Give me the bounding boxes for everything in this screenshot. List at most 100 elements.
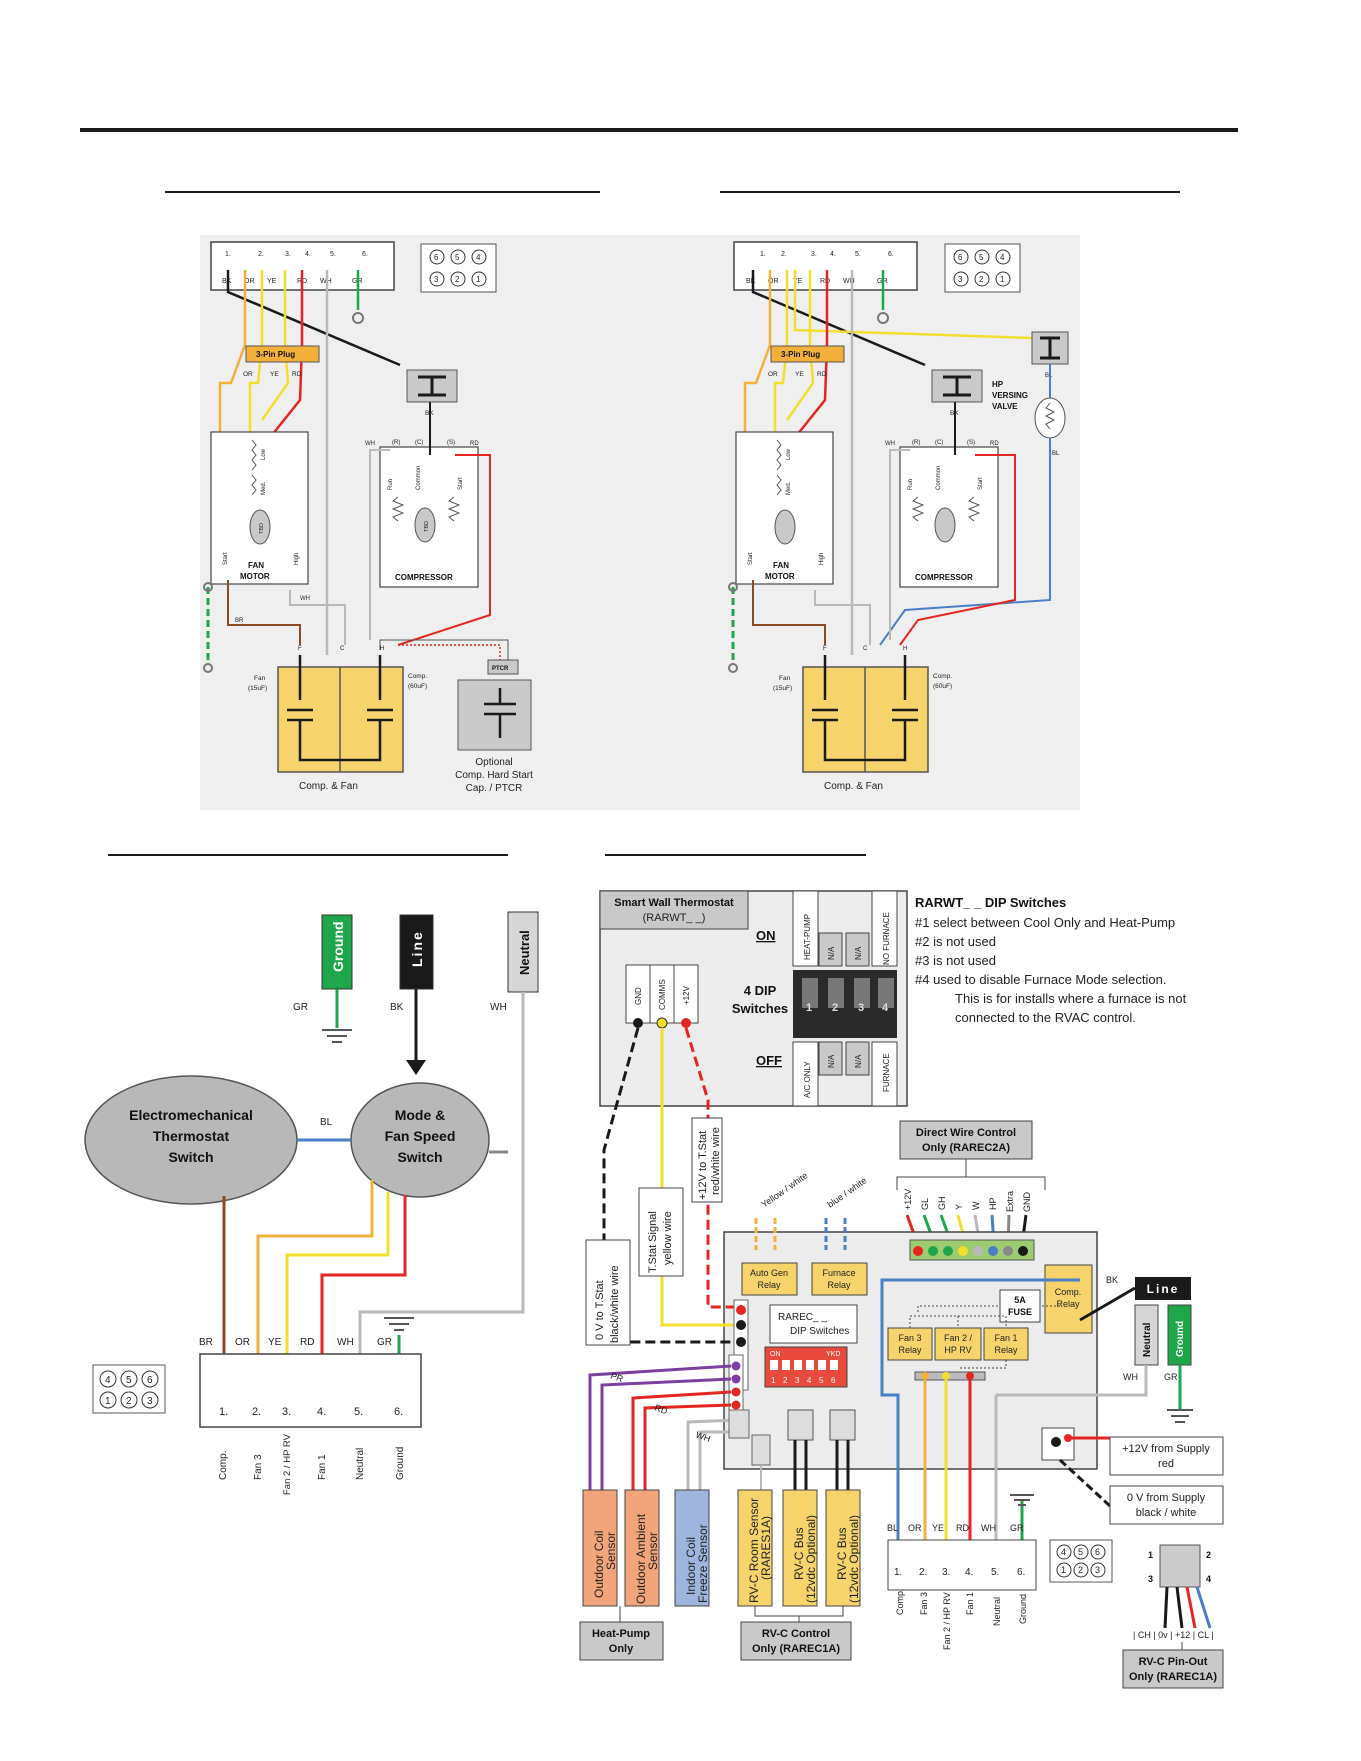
svg-text:4: 4 — [476, 253, 481, 262]
svg-text:connected to the RVAC control.: connected to the RVAC control. — [955, 1010, 1136, 1025]
rvc-control-only-box — [740, 1621, 852, 1661]
rv-label-1: HP — [992, 380, 1004, 389]
svg-text:Fan: Fan — [254, 675, 266, 682]
compressor-rotor — [414, 507, 436, 543]
svg-text:OFF: OFF — [756, 1053, 782, 1068]
terminal-strip-b — [733, 241, 918, 291]
svg-text:0 V to T.Stat: 0 V to T.Stat — [594, 1280, 606, 1340]
svg-text:Run: Run — [388, 479, 394, 490]
svg-text:BR: BR — [199, 1337, 213, 1348]
wire-bk — [226, 270, 401, 367]
svg-text:blue / white: blue / white — [825, 1175, 868, 1209]
svg-text:6: 6 — [434, 253, 439, 262]
svg-text:RV-C Room Sensor: RV-C Room Sensor — [747, 1498, 761, 1603]
svg-text:Heat-Pump: Heat-Pump — [592, 1628, 650, 1640]
svg-text:+12V: +12V — [682, 985, 691, 1005]
svg-text:5: 5 — [126, 1375, 132, 1386]
svg-text:COMMS: COMMS — [658, 979, 667, 1010]
rvc-bus-jack-1 — [787, 1409, 814, 1441]
earth-ground-icon — [322, 1029, 352, 1043]
v0-tstat-label-box — [585, 1239, 631, 1346]
svg-text:Fan: Fan — [779, 675, 791, 682]
svg-text:Only (RAREC1A): Only (RAREC1A) — [752, 1643, 840, 1655]
ground-lug-top-icon — [203, 582, 213, 592]
svg-text:1: 1 — [105, 1396, 111, 1407]
svg-text:Switches: Switches — [732, 1001, 788, 1016]
svg-text:| CH | 0v | +12 | CL |: | CH | 0v | +12 | CL | — [1133, 1630, 1214, 1640]
svg-text:OR: OR — [243, 371, 253, 378]
neutral-tag — [507, 911, 539, 993]
diagram-c: Ground GR Line BK Neutral WH Electromech… — [84, 911, 539, 1495]
svg-text:OR: OR — [235, 1337, 250, 1348]
svg-text:ON: ON — [756, 928, 776, 943]
svg-text:NO FURNACE: NO FURNACE — [882, 912, 891, 965]
capacitor-plates-icon — [287, 655, 393, 762]
svg-text:Extra: Extra — [1005, 1191, 1015, 1212]
strip-num-2: 2. — [258, 251, 264, 258]
auto-gen-relay — [741, 1262, 798, 1296]
plus12-supply-box — [1109, 1436, 1224, 1476]
svg-text:RD: RD — [817, 371, 827, 378]
svg-text:Fan 3: Fan 3 — [253, 1454, 264, 1480]
svg-text:(C): (C) — [935, 440, 943, 446]
svg-text:#3 is not used: #3 is not used — [915, 953, 996, 968]
svg-text:WH: WH — [337, 1337, 354, 1348]
svg-text:Ground: Ground — [330, 921, 346, 972]
svg-text:Common: Common — [416, 466, 422, 490]
fan2-hp-rv-relay — [934, 1327, 982, 1361]
svg-text:Fan 2 /: Fan 2 / — [944, 1333, 973, 1343]
svg-text:Comp.: Comp. — [895, 1588, 905, 1615]
svg-text:Sensor: Sensor — [646, 1532, 660, 1570]
svg-text:YE: YE — [268, 1337, 282, 1348]
svg-text:5A: 5A — [1014, 1295, 1026, 1305]
svg-text:5.: 5. — [855, 251, 861, 258]
svg-text:This is for installs where a f: This is for installs where a furnace is … — [955, 991, 1187, 1006]
comp-start-winding-icon — [447, 496, 461, 522]
svg-text:OR: OR — [768, 278, 779, 285]
indoor-coil-freeze-sensor — [674, 1489, 710, 1607]
svg-text:1: 1 — [1000, 275, 1005, 284]
svg-text:Only (RAREC1A): Only (RAREC1A) — [1129, 1671, 1217, 1683]
svg-text:N/A: N/A — [827, 946, 836, 960]
svg-text:Start: Start — [748, 552, 754, 565]
svg-text:HP RV: HP RV — [944, 1345, 971, 1355]
strip-color-or: OR — [244, 278, 255, 285]
svg-text:(12vdc Optional): (12vdc Optional) — [804, 1515, 818, 1603]
svg-text:N/A: N/A — [827, 1054, 836, 1068]
three-pin-plug — [245, 345, 320, 363]
svg-text:Fan 2 / HP RV: Fan 2 / HP RV — [942, 1592, 952, 1650]
svg-text:F: F — [298, 646, 302, 652]
svg-text:1: 1 — [806, 1002, 812, 1014]
svg-text:Switch: Switch — [168, 1149, 213, 1165]
svg-text:Fan Speed: Fan Speed — [385, 1128, 456, 1144]
plug-icon: 6 5 4 3 2 1 — [420, 243, 497, 293]
thermostat-title-box — [599, 890, 749, 930]
svg-text:W: W — [971, 1201, 981, 1210]
svg-text:4: 4 — [1206, 1574, 1211, 1584]
svg-text:WH: WH — [981, 1523, 996, 1533]
strip-num-5: 5. — [330, 251, 336, 258]
svg-text:Med.: Med. — [786, 481, 792, 495]
three-pin-plug-label: 3-Pin Plug — [256, 350, 295, 359]
tstat-signal-wire — [660, 1028, 740, 1327]
svg-text:5: 5 — [819, 1376, 824, 1385]
svg-text:GR: GR — [1164, 1372, 1178, 1382]
svg-text:2: 2 — [979, 275, 984, 284]
svg-text:High: High — [819, 553, 825, 565]
strip-color-ye: YE — [267, 278, 277, 285]
motor-coil-med-icon — [251, 474, 257, 496]
svg-text:Comp.: Comp. — [218, 1451, 229, 1480]
thermostat-terminal-block — [625, 964, 699, 1024]
svg-text:BK: BK — [1106, 1275, 1118, 1285]
svg-text:Fan 1: Fan 1 — [317, 1454, 328, 1480]
svg-text:Only: Only — [609, 1643, 634, 1655]
svg-text:#4 used to disable Furnace Mod: #4 used to disable Furnace Mode selectio… — [915, 972, 1167, 987]
svg-text:6.: 6. — [888, 251, 894, 258]
heat-pump-only-box — [579, 1621, 664, 1661]
svg-text:3: 3 — [1095, 1565, 1100, 1575]
tstat-signal-label-box — [638, 1187, 684, 1277]
svg-text:WH: WH — [885, 441, 895, 447]
svg-text:Fan 3: Fan 3 — [898, 1333, 921, 1343]
svg-text:(12vdc Optional): (12vdc Optional) — [847, 1515, 861, 1603]
